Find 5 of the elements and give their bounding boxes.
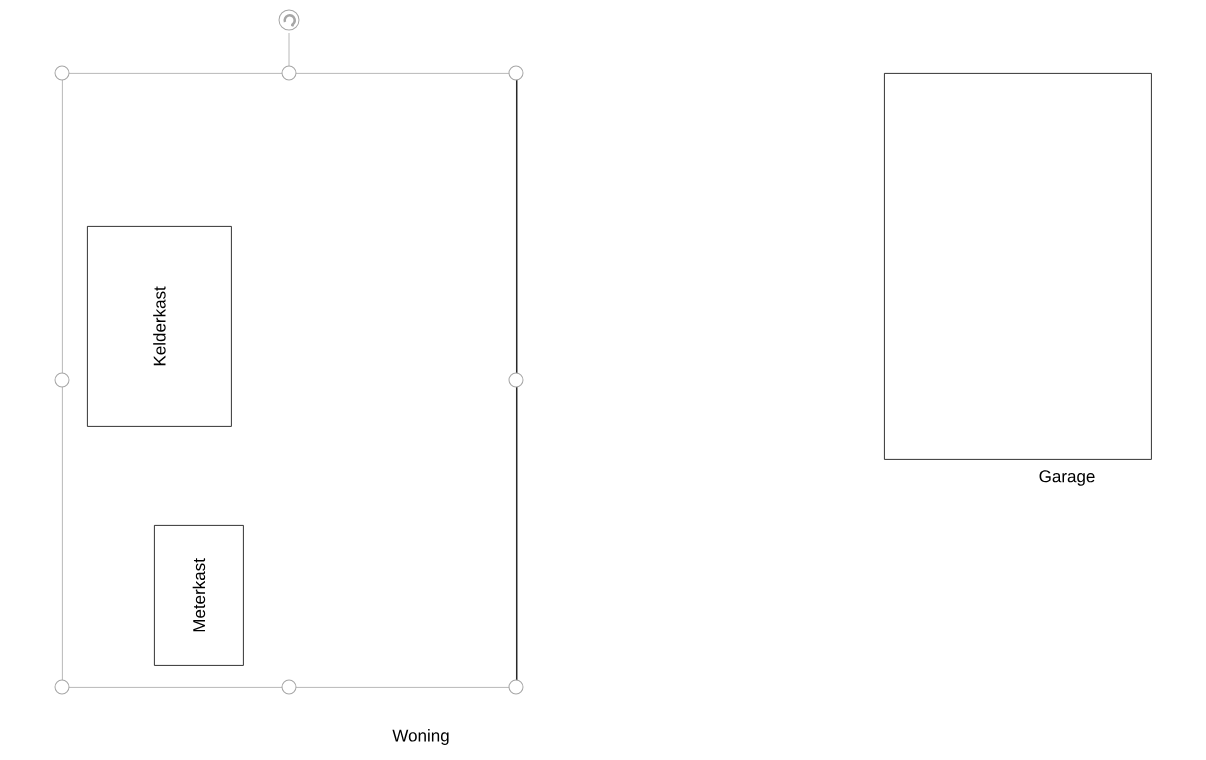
building-outline: Garage [884, 73, 1152, 486]
room-box: Meterkast [154, 525, 244, 666]
room-box: Kelderkast [87, 226, 232, 427]
node-label: Woning [392, 729, 449, 745]
node-label: Garage [1039, 470, 1095, 486]
